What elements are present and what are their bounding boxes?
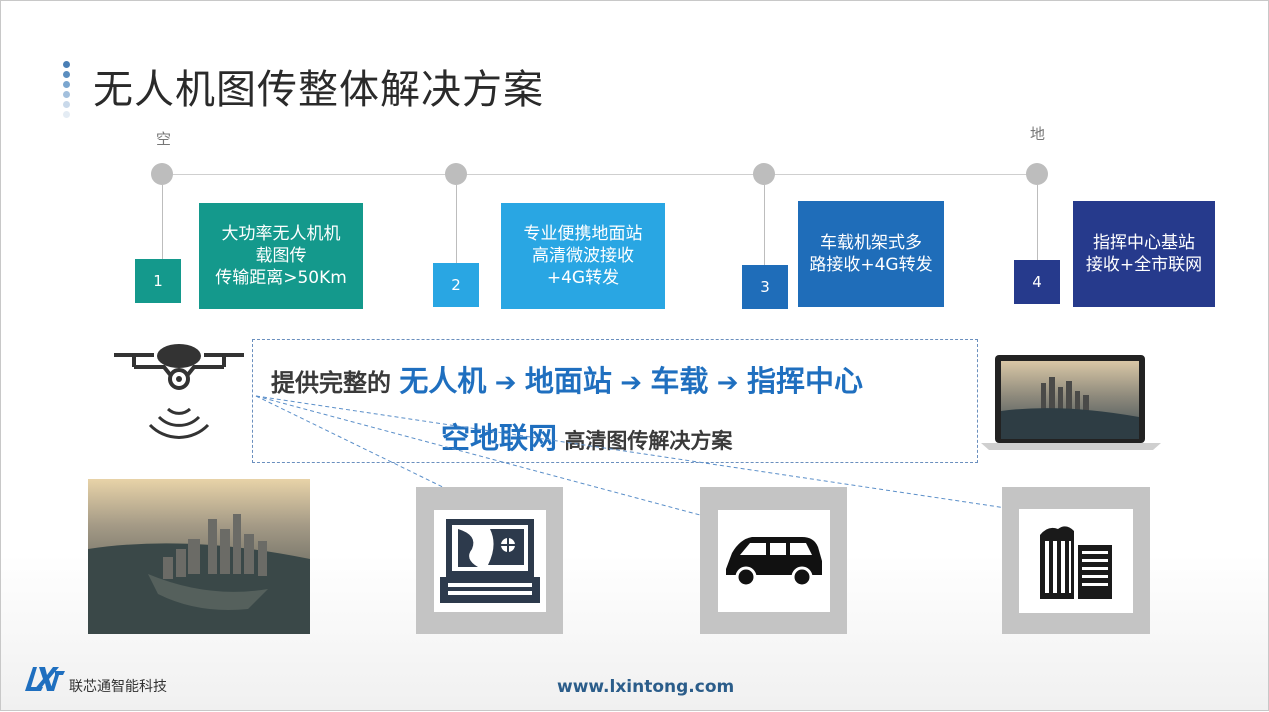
step-card-line: 专业便携地面站 xyxy=(523,224,643,244)
step-card-line: 指挥中心基站 xyxy=(1093,233,1195,253)
step-number: 3 xyxy=(742,265,788,309)
banner-headline: 提供完整的 无人机 ➔ 地面站 ➔ 车载 ➔ 指挥中心 xyxy=(271,358,971,400)
step-card-line: +4G转发 xyxy=(546,268,620,288)
arrow-icon: ➔ xyxy=(716,368,739,398)
company-name: 联芯通智能科技 xyxy=(69,679,167,695)
step-number: 2 xyxy=(433,263,479,307)
timeline-stem xyxy=(1037,185,1038,261)
chain-item-drone: 无人机 xyxy=(399,364,487,398)
ground-station-icon xyxy=(433,509,546,612)
banner-prefix: 提供完整的 xyxy=(271,369,391,397)
step-card-line: 高清微波接收 xyxy=(532,246,634,266)
timeline-stem xyxy=(764,185,765,265)
company-logo xyxy=(23,663,65,693)
step-card-line: 传输距离>50Km xyxy=(215,268,347,288)
step-card-line: 路接收+4G转发 xyxy=(809,255,933,275)
timeline-line xyxy=(163,174,1039,175)
chain-item-command-center: 指挥中心 xyxy=(746,364,863,398)
step-card-line: 车载机架式多 xyxy=(819,233,922,253)
banner-suffix: 高清图传解决方案 xyxy=(564,429,733,453)
timeline-node-1 xyxy=(151,163,173,185)
step-card-2: 专业便携地面站 高清微波接收 +4G转发 xyxy=(501,203,665,309)
chain-item-ground-station: 地面站 xyxy=(524,364,612,398)
timeline-node-2 xyxy=(445,163,467,185)
website-link[interactable]: www.lxintong.com xyxy=(557,677,735,697)
timeline-start-label: 空 xyxy=(156,130,172,148)
timeline-node-3 xyxy=(753,163,775,185)
step-card-line: 载图传 xyxy=(255,246,307,266)
van-icon xyxy=(717,509,830,612)
step-card-3: 车载机架式多 路接收+4G转发 xyxy=(798,201,944,307)
ground-station-frame xyxy=(416,487,563,634)
laptop-icon xyxy=(981,353,1161,451)
step-number: 1 xyxy=(135,259,181,303)
arrow-icon: ➔ xyxy=(494,368,517,398)
page-title: 无人机图传整体解决方案 xyxy=(93,67,544,113)
arrow-icon: ➔ xyxy=(620,368,643,398)
timeline-end-label: 地 xyxy=(1030,125,1046,143)
city-aerial-image xyxy=(88,479,310,634)
vehicle-frame xyxy=(700,487,847,634)
title-dots xyxy=(63,61,71,121)
drone-icon xyxy=(114,323,244,457)
step-number: 4 xyxy=(1014,260,1060,304)
timeline-stem xyxy=(162,185,163,261)
step-card-line: 接收+全市联网 xyxy=(1085,255,1203,275)
solution-banner xyxy=(252,339,978,463)
timeline-node-4 xyxy=(1026,163,1048,185)
timeline-stem xyxy=(456,185,457,263)
step-card-4: 指挥中心基站 接收+全市联网 xyxy=(1073,201,1215,307)
step-card-line: 大功率无人机机 xyxy=(221,224,341,244)
step-card-1: 大功率无人机机 载图传 传输距离>50Km xyxy=(199,203,363,309)
building-icon xyxy=(1019,508,1133,613)
command-center-frame xyxy=(1002,487,1150,634)
chain-item-vehicle: 车载 xyxy=(650,364,709,398)
